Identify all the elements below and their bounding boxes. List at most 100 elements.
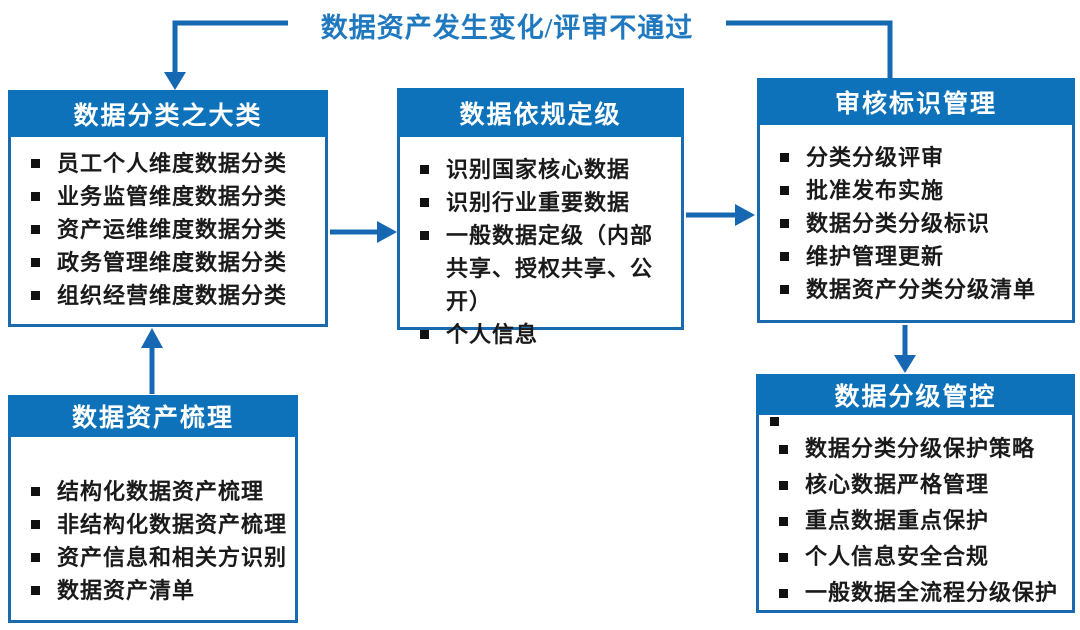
list-item: 结构化数据资产梳理 (27, 475, 287, 508)
list-item: 数据资产分类分级清单 (776, 273, 1064, 306)
feedback-label: 数据资产发生变化/评审不通过 (320, 13, 694, 43)
box-review-labeling-title: 审核标识管理 (757, 78, 1075, 125)
bullet-square-icon (420, 198, 429, 207)
box-grading-control-body: 数据分类分级保护策略 核心数据严格管理 重点数据重点保护 个人信 (756, 415, 1075, 613)
arrowhead-up-icon (141, 328, 163, 348)
bullet-square-icon (31, 225, 40, 234)
bullet-square-icon (31, 192, 40, 201)
box-grading-control: 数据分级管控 数据分类分级保护策略 核心数据严格管理 (756, 374, 1075, 613)
bullet-square-icon (779, 445, 788, 454)
grading-to-review-arrow (686, 204, 755, 226)
list-item-text: 数据分类分级保护策略 (805, 436, 1036, 461)
box-review-labeling-body: 分类分级评审 批准发布实施 数据分类分级标识 维护管理更新 (757, 125, 1075, 323)
list-item: 数据资产清单 (27, 574, 287, 607)
bullet-square-icon (780, 186, 789, 195)
list-item-text: 一般数据全流程分级保护 (805, 580, 1059, 605)
bullet-square-icon (779, 589, 788, 598)
box-asset-inventory-title: 数据资产梳理 (8, 395, 298, 437)
list-item-text: 资产信息和相关方识别 (57, 545, 288, 570)
box-grading-control-title: 数据分级管控 (756, 374, 1075, 415)
bullet-square-icon (780, 219, 789, 228)
bullet-square-icon (31, 258, 40, 267)
grading-item-list: 识别国家核心数据 识别行业重要数据 一般数据定级（内部共享、授权共享、公开） (400, 153, 681, 351)
list-item: 批准发布实施 (776, 174, 1064, 207)
list-item-text: 个人信息 (446, 322, 539, 347)
list-item-text: 数据资产分类分级清单 (806, 277, 1037, 302)
box-data-category-title: 数据分类之大类 (8, 90, 328, 137)
bullet-square-icon (31, 520, 40, 529)
control-item-list: 数据分类分级保护策略 核心数据严格管理 重点数据重点保护 个人信 (759, 431, 1072, 611)
bullet-square-icon (779, 517, 788, 526)
list-item: 资产信息和相关方识别 (27, 541, 287, 574)
list-item-text: 组织经营维度数据分类 (57, 283, 288, 308)
list-item: 核心数据严格管理 (775, 467, 1064, 503)
feedback-right-connector (726, 20, 893, 78)
list-item: 重点数据重点保护 (775, 503, 1064, 539)
box-data-grading: 数据依规定级 识别国家核心数据 识别行业重要数据 (397, 88, 684, 347)
list-item-text: 员工个人维度数据分类 (57, 151, 288, 176)
bullet-square-icon (420, 165, 429, 174)
list-item: 识别国家核心数据 (416, 153, 673, 186)
list-item: 政务管理维度数据分类 (27, 246, 317, 279)
bullet-square-icon (780, 153, 789, 162)
bullet-square-icon (780, 252, 789, 261)
arrowhead-down-icon (894, 355, 916, 373)
bullet-square-icon (420, 231, 429, 240)
list-item-text: 数据资产清单 (57, 578, 196, 603)
list-item-text: 数据分类分级标识 (806, 211, 991, 236)
list-item-text: 维护管理更新 (806, 244, 945, 269)
list-item: 业务监管维度数据分类 (27, 180, 317, 213)
list-item: 识别行业重要数据 (416, 186, 673, 219)
bullet-square-icon (779, 553, 788, 562)
box-asset-inventory: 数据资产梳理 结构化数据资产梳理 非结构化数据资产梳理 (8, 395, 298, 623)
list-item: 一般数据定级（内部共享、授权共享、公开） (416, 219, 673, 318)
list-item-text: 一般数据定级（内部共享、授权共享、公开） (446, 223, 654, 314)
list-item: 个人信息 (416, 318, 673, 351)
bullet-square-icon (779, 481, 788, 490)
bullet-square-icon (31, 586, 40, 595)
box-data-category-body: 员工个人维度数据分类 业务监管维度数据分类 资产运维维度数据分类 (8, 137, 328, 327)
stray-bullet-icon (770, 417, 779, 426)
bullet-square-icon (31, 553, 40, 562)
arrowhead-down-icon (164, 72, 186, 90)
bullet-square-icon (31, 487, 40, 496)
list-item-text: 业务监管维度数据分类 (57, 184, 288, 209)
list-item-text: 识别行业重要数据 (446, 190, 631, 215)
list-item: 分类分级评审 (776, 141, 1064, 174)
feedback-left-connector (164, 20, 288, 90)
list-item-text: 资产运维维度数据分类 (57, 217, 288, 242)
bullet-square-icon (31, 159, 40, 168)
list-item-text: 结构化数据资产梳理 (57, 479, 265, 504)
category-item-list: 员工个人维度数据分类 业务监管维度数据分类 资产运维维度数据分类 (11, 147, 325, 312)
list-item-text: 识别国家核心数据 (446, 157, 631, 182)
list-item: 数据分类分级标识 (776, 207, 1064, 240)
list-item: 个人信息安全合规 (775, 539, 1064, 575)
bullet-square-icon (420, 330, 429, 339)
list-item-text: 个人信息安全合规 (805, 544, 990, 569)
list-item: 员工个人维度数据分类 (27, 147, 317, 180)
list-item: 维护管理更新 (776, 240, 1064, 273)
review-to-control-arrow (894, 325, 916, 373)
list-item: 组织经营维度数据分类 (27, 279, 317, 312)
list-item-text: 重点数据重点保护 (805, 508, 990, 533)
list-item-text: 批准发布实施 (806, 178, 945, 203)
box-data-grading-title: 数据依规定级 (397, 88, 684, 137)
review-item-list: 分类分级评审 批准发布实施 数据分类分级标识 维护管理更新 (760, 141, 1072, 306)
box-data-grading-body: 识别国家核心数据 识别行业重要数据 一般数据定级（内部共享、授权共享、公开） (397, 137, 684, 347)
list-item: 资产运维维度数据分类 (27, 213, 317, 246)
list-item-text: 核心数据严格管理 (805, 472, 990, 497)
list-item: 数据分类分级保护策略 (775, 431, 1064, 467)
list-item-text: 政务管理维度数据分类 (57, 250, 288, 275)
category-to-grading-arrow (330, 221, 397, 243)
bullet-square-icon (31, 291, 40, 300)
box-asset-inventory-body: 结构化数据资产梳理 非结构化数据资产梳理 资产信息和相关方识别 (8, 437, 298, 623)
bullet-square-icon (780, 285, 789, 294)
arrowhead-right-icon (377, 221, 397, 243)
list-item: 非结构化数据资产梳理 (27, 508, 287, 541)
box-data-category: 数据分类之大类 员工个人维度数据分类 业务监管维度数据分类 (8, 90, 328, 327)
arrowhead-right-icon (735, 204, 755, 226)
box-review-labeling: 审核标识管理 分类分级评审 批准发布实施 数据分 (757, 78, 1075, 323)
list-item: 一般数据全流程分级保护 (775, 575, 1064, 611)
inventory-to-category-arrow (141, 328, 163, 394)
